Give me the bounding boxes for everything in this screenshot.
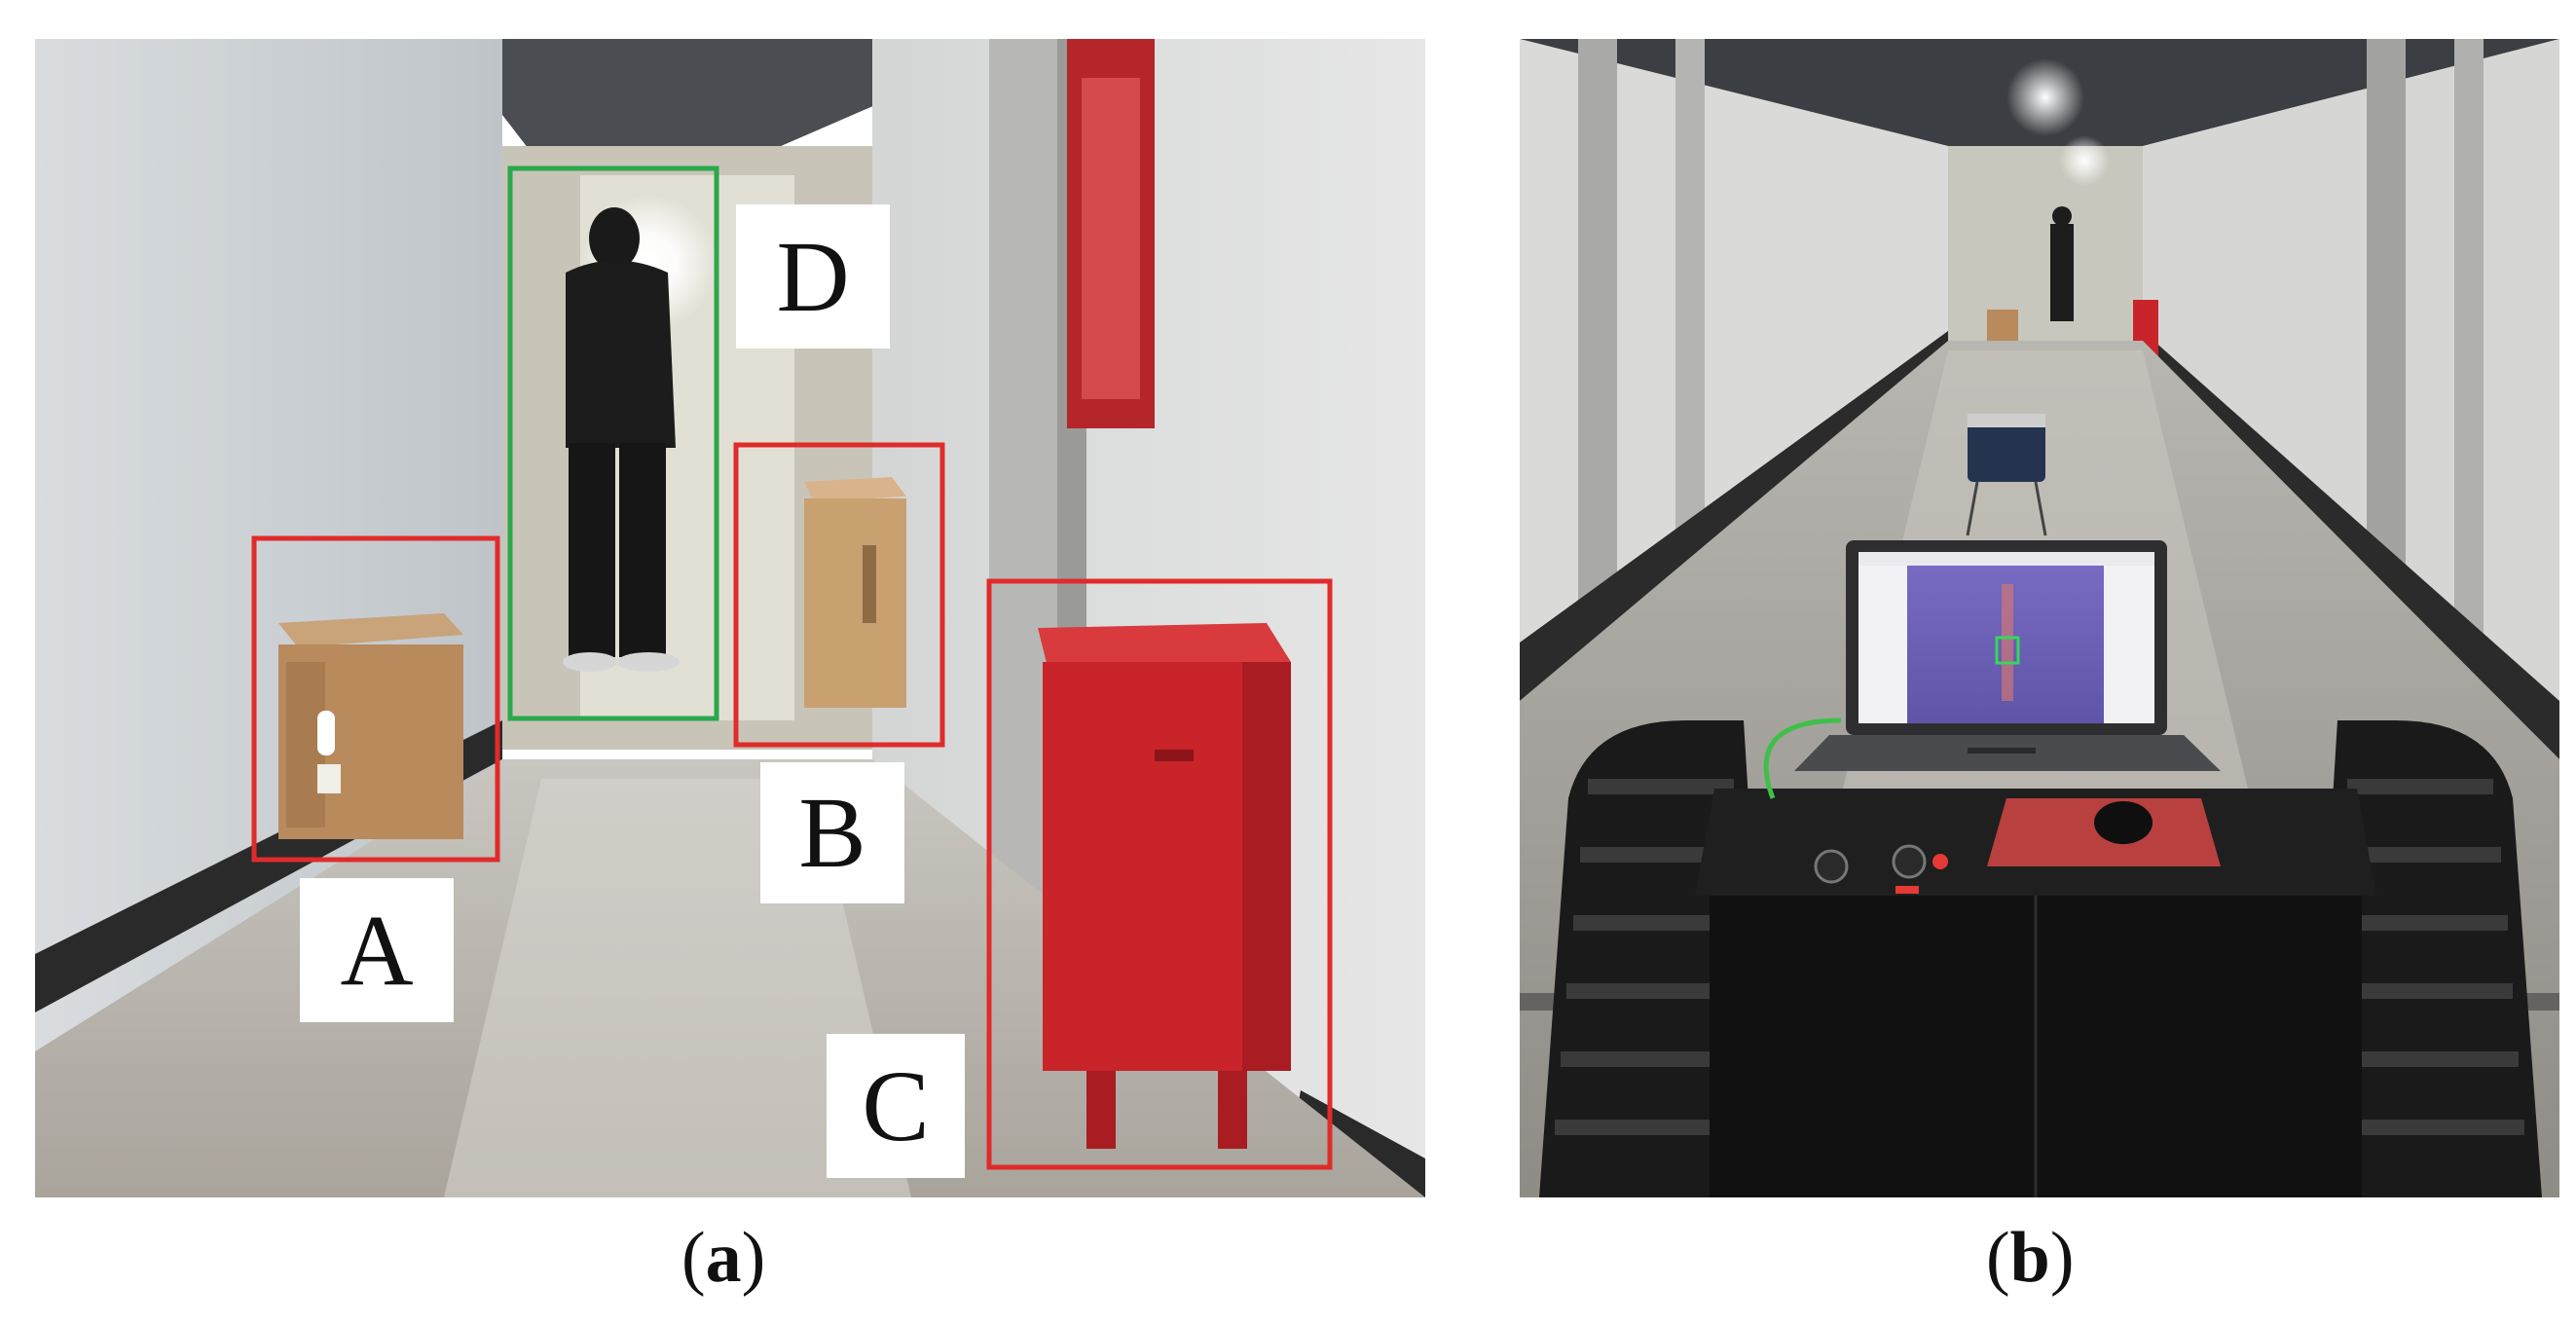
corridor-scene-a xyxy=(35,39,1425,1197)
far-end-b xyxy=(1948,146,2143,341)
label-a-text: A xyxy=(340,894,414,1007)
walking-person xyxy=(2050,224,2074,321)
cardboard-box-a xyxy=(278,613,463,839)
bbox-d xyxy=(507,166,719,721)
photo-panel-b xyxy=(1520,39,2559,1197)
bbox-c xyxy=(986,578,1333,1170)
tracked-robot xyxy=(1539,717,2542,1197)
caption-b-letter: b xyxy=(2009,1218,2050,1298)
caption-a-letter: a xyxy=(705,1218,742,1298)
label-b: B xyxy=(760,762,904,903)
mouse xyxy=(2094,801,2153,844)
bbox-a xyxy=(251,535,500,863)
laptop xyxy=(1794,540,2221,771)
caption-a-open: ( xyxy=(681,1218,706,1298)
label-c: C xyxy=(827,1034,965,1178)
bbox-b xyxy=(733,442,945,748)
left-wall-b xyxy=(1520,39,1948,662)
caption-panel-b: (b) xyxy=(1986,1222,2074,1294)
label-c-text: C xyxy=(862,1049,930,1162)
caption-b-open: ( xyxy=(1986,1218,2010,1298)
label-a: A xyxy=(300,878,454,1022)
label-d: D xyxy=(736,204,890,349)
label-d-text: D xyxy=(776,220,850,333)
lidar-sensor xyxy=(1966,414,2047,536)
corridor-scene-b xyxy=(1520,39,2559,1197)
caption-panel-a: (a) xyxy=(681,1222,765,1294)
right-track xyxy=(2308,720,2542,1197)
photo-panel-a: A D B C xyxy=(35,39,1425,1197)
label-b-text: B xyxy=(798,777,866,889)
person-d xyxy=(563,207,680,672)
caption-a-close: ) xyxy=(741,1218,766,1298)
green-cable xyxy=(1763,717,1842,799)
caption-b-close: ) xyxy=(2049,1218,2075,1298)
cardboard-box-b xyxy=(804,477,906,708)
fire-cabinet-c xyxy=(1038,623,1291,1149)
